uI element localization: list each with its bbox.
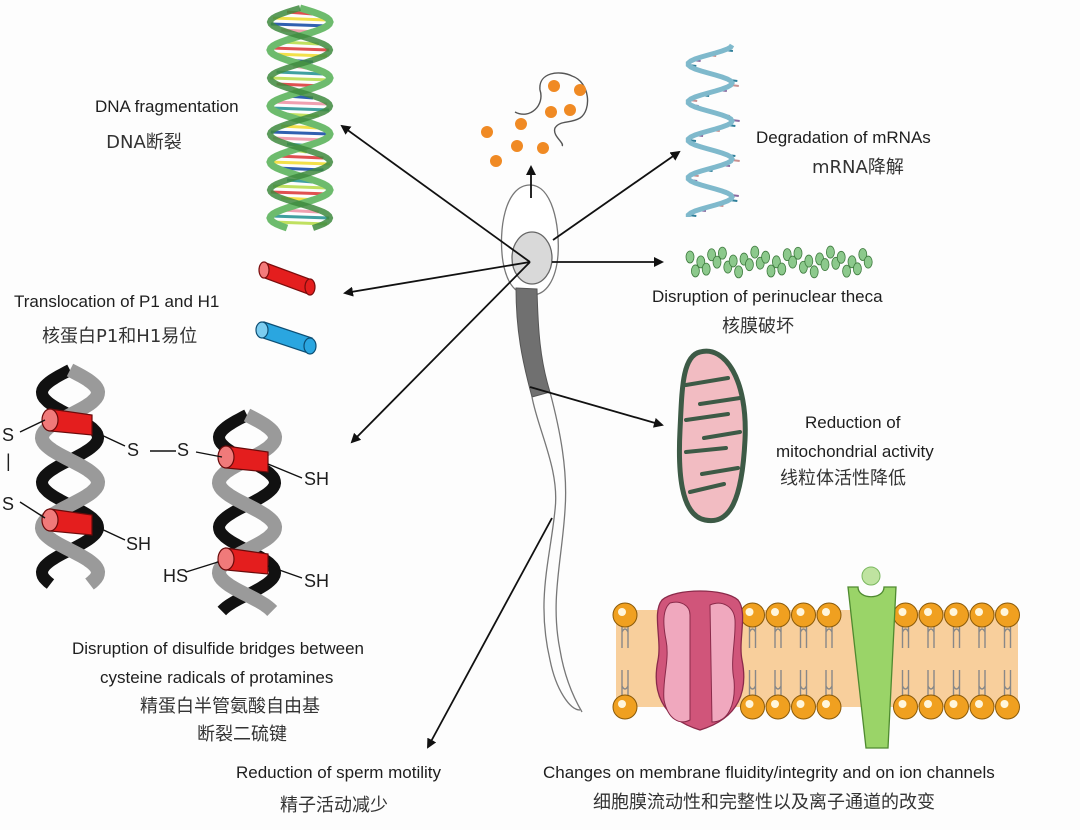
histone-h1-icon — [255, 321, 317, 355]
label-disulfide-line1: Disruption of disulfide bridges between — [72, 639, 365, 658]
label-membrane-cn: 细胞膜流动性和完整性以及离子通道的改变 — [593, 792, 935, 813]
label-disulfide-cn-line2: 断裂二硫键 — [197, 724, 287, 745]
label-motility: Reduction of sperm motility — [236, 763, 442, 782]
label-mitochondria-cn: 线粒体活性降低 — [780, 468, 906, 489]
label-perinuclear-theca: Disruption of perinuclear theca — [652, 287, 883, 306]
cell-membrane-icon — [612, 566, 1020, 749]
chem-s-2: S — [2, 494, 15, 514]
receptor-icon — [847, 566, 897, 749]
mitochondrion-icon — [676, 348, 748, 524]
chem-sh-3: SH — [304, 571, 330, 591]
chromatin-disulfide-icon — [19, 363, 303, 616]
label-mitochondria-line1: Reduction of — [805, 413, 901, 432]
chem-bond-vertical: | — [6, 451, 11, 471]
label-mitochondria-line2: mitochondrial activity — [776, 442, 934, 461]
arrow-motility — [427, 517, 553, 749]
chem-sh-1: SH — [304, 469, 330, 489]
arrow-disulfide — [350, 261, 531, 444]
sperm-cell-icon — [500, 184, 583, 713]
chem-s-4: S — [177, 440, 190, 460]
mrna-helix-icon — [685, 43, 740, 217]
label-dna-fragmentation: DNA fragmentation — [95, 97, 239, 116]
label-membrane: Changes on membrane fluidity/integrity a… — [543, 763, 995, 782]
acrosome-vesicle-icon — [481, 72, 589, 167]
chem-s-3: S — [127, 440, 140, 460]
chem-hs: HS — [163, 566, 189, 586]
label-mrna-degradation-cn: mRNA降解 — [812, 157, 904, 178]
protamine-p1-icon — [258, 261, 316, 296]
label-translocation: Translocation of P1 and H1 — [14, 292, 220, 311]
chem-sh-2: SH — [126, 534, 152, 554]
label-disulfide-cn-line1: 精蛋白半管氨酸自由基 — [140, 696, 320, 717]
arrow-mrna — [552, 150, 681, 241]
label-disulfide-line2: cysteine radicals of protamines — [100, 668, 334, 687]
label-translocation-cn: 核蛋白P1和H1易位 — [42, 326, 198, 347]
perinuclear-theca-icon — [685, 245, 873, 279]
arrow-translocation — [343, 261, 531, 297]
label-mrna-degradation: Degradation of mRNAs — [756, 128, 931, 147]
label-motility-cn: 精子活动减少 — [280, 795, 388, 816]
ion-channel-icon — [655, 590, 745, 731]
dna-helix-icon — [266, 4, 334, 232]
label-perinuclear-theca-cn: 核膜破坏 — [722, 316, 794, 337]
chem-s-1: S — [2, 425, 15, 445]
effect-arrows — [340, 124, 681, 749]
arrow-dna — [340, 124, 531, 263]
label-dna-fragmentation-cn: DNA断裂 — [106, 132, 182, 153]
arrow-mitochondria — [529, 386, 664, 428]
